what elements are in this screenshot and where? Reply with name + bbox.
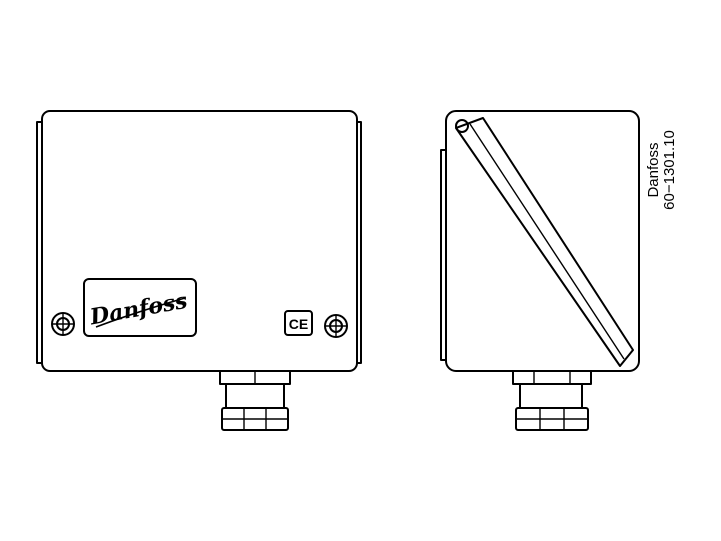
front-cable-gland (219, 370, 291, 431)
drawing-caption: Danfoss 60−1301.10 (645, 130, 678, 210)
side-hinged-cover (455, 117, 634, 367)
side-housing (445, 110, 640, 372)
front-left-screw (51, 312, 75, 336)
side-cable-gland (512, 370, 592, 431)
side-view (440, 110, 640, 431)
ce-mark: CE (284, 310, 313, 336)
caption-brand: Danfoss (645, 142, 662, 198)
svg-text:CE: CE (289, 316, 308, 332)
front-housing (41, 110, 358, 372)
caption-code: 60−1301.10 (661, 130, 678, 210)
front-right-screw (324, 314, 348, 338)
front-view: Danfoss CE (36, 110, 362, 431)
